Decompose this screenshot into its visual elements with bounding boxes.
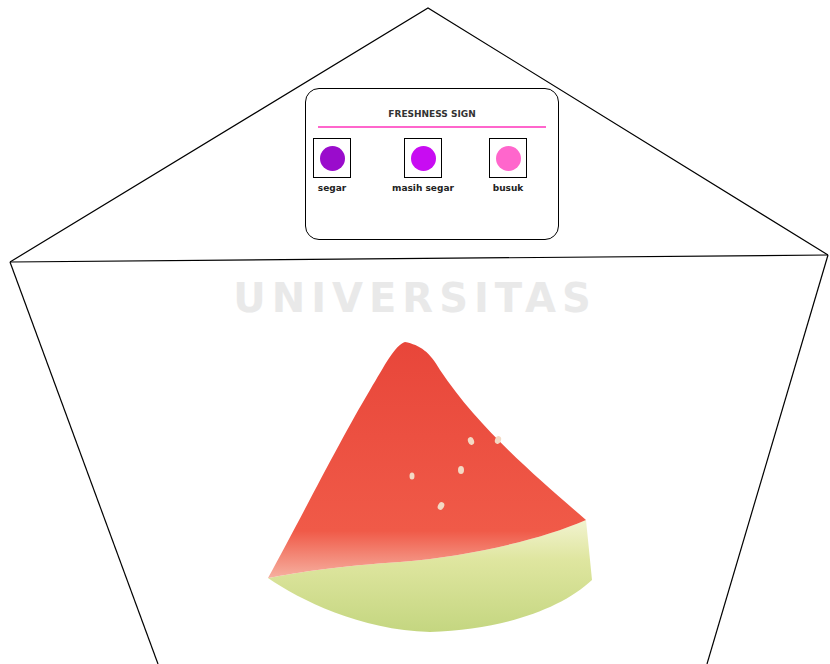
box-heading: FRESHNESS SIGN: [306, 109, 558, 119]
fold-line: [10, 255, 828, 262]
pink-rule: [318, 126, 546, 128]
legend-square: [404, 138, 442, 178]
legend-square: [489, 138, 527, 178]
legend-label: segar: [287, 183, 377, 193]
watermelon-seeds: [410, 435, 503, 511]
left-edge: [10, 262, 158, 664]
freshness-label-box: FRESHNESS SIGNsegarmasih segarbusuk: [305, 88, 559, 240]
legend-item: masih segar: [378, 138, 468, 193]
right-edge: [707, 255, 828, 664]
color-swatch: [496, 146, 521, 171]
top-flap: [10, 8, 828, 262]
legend-item: segar: [287, 138, 377, 193]
watermark: UNIVERSITAS: [233, 275, 597, 321]
legend-square: [313, 138, 351, 178]
watermelon-illustration: [268, 342, 592, 632]
outline-lines: [10, 8, 828, 664]
color-swatch: [320, 146, 345, 171]
legend-label: busuk: [463, 183, 553, 193]
legend-item: busuk: [463, 138, 553, 193]
legend-label: masih segar: [378, 183, 468, 193]
watermelon-flesh: [268, 342, 586, 578]
color-swatch: [411, 146, 436, 171]
